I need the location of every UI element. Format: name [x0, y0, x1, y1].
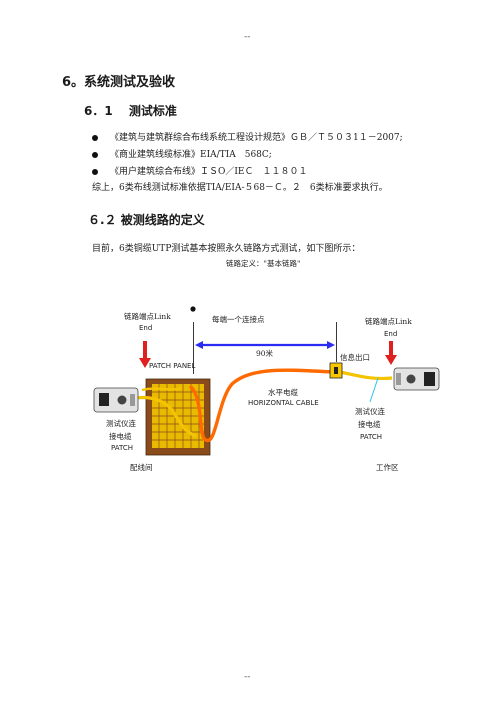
left-link-end-sub: End	[139, 324, 153, 332]
right-patch-cord	[339, 370, 393, 381]
right-end-arrow-icon	[385, 355, 397, 365]
summary-text: 综上，6类布线测试标准依据TIA/EIA-５68－Ｃ。２ 6类标准要求执行。	[92, 183, 388, 193]
bullet-icon	[92, 168, 98, 175]
standard-item: 《建筑与建筑群综合布线系统工程设计规范》ＧＢ／Ｔ５０３1１－2007;	[92, 130, 403, 147]
right-tester-dial-icon	[406, 374, 416, 384]
left-tester-port-icon	[130, 394, 135, 406]
left-end-arrow-icon	[139, 358, 151, 368]
left-tester-screen-icon	[99, 393, 109, 406]
left-tester-cable-label: 测试仪连	[106, 419, 136, 428]
outlet-port-icon	[334, 367, 338, 374]
header-mark: --	[244, 32, 251, 42]
distance-arrow-right-head	[327, 341, 335, 349]
standards-list: 《建筑与建筑群综合布线系统工程设计规范》ＧＢ／Ｔ５０３1１－2007; 《商业建…	[92, 130, 403, 181]
horizontal-cable-label: 水平电缆	[268, 388, 298, 397]
horizontal-cable	[188, 368, 335, 442]
left-link-end-label: 链路端点Link	[124, 312, 171, 321]
left-patch-cord	[135, 395, 197, 438]
distance-label: 90米	[256, 349, 274, 358]
right-patch-pointer	[369, 377, 379, 403]
intro-text: 目前，6类铜缆UTP测试基本按照永久链路方式测试，如下图所示：	[92, 244, 361, 254]
work-area-label: 工作区	[376, 463, 399, 472]
horizontal-cable-sub: HORIZONTAL CABLE	[248, 399, 319, 407]
right-link-end-sub: End	[384, 330, 398, 338]
subsection-title-testing-standard: 6．1 测试标准	[84, 104, 177, 118]
bullet-icon	[92, 134, 98, 141]
left-tester-cable-label-2: 接电缆	[109, 432, 132, 441]
subsection-title-link-definition: ６.２ 被测线路的定义	[88, 213, 205, 227]
information-outlet-label: 信息出口	[340, 353, 370, 362]
left-patch-cord-short	[141, 386, 183, 392]
right-tester-screen-icon	[424, 372, 435, 386]
distance-arrow-left-head	[195, 341, 203, 349]
footer-mark: --	[244, 672, 251, 682]
right-tester-cable-label-2: 接电缆	[358, 420, 381, 429]
right-tester-cable-label: 测试仪连	[355, 407, 385, 416]
left-tester-dial-icon	[117, 395, 127, 405]
bullet-icon	[92, 151, 98, 158]
right-tester-port-icon	[396, 373, 401, 385]
right-tester-cable-patch: PATCH	[360, 433, 383, 441]
standard-item: 《商业建筑线缆标准》EIA/TIA 568C;	[92, 147, 403, 164]
left-tester-cable-patch: PATCH	[111, 444, 134, 452]
patch-panel-label: PATCH PANEL	[149, 362, 196, 370]
right-link-end-label: 链路端点Link	[365, 317, 412, 326]
connector-note: 每端一个连接点	[212, 315, 265, 324]
standard-item: 《用户建筑综合布线》ＩＳO／IEＣ １１８０１	[92, 164, 403, 181]
section-title: 6。系统测试及验收	[62, 75, 176, 90]
figure-caption: 链路定义："基本链路"	[226, 259, 301, 268]
connection-dot	[190, 306, 196, 312]
distribution-room-label: 配线间	[130, 463, 153, 472]
